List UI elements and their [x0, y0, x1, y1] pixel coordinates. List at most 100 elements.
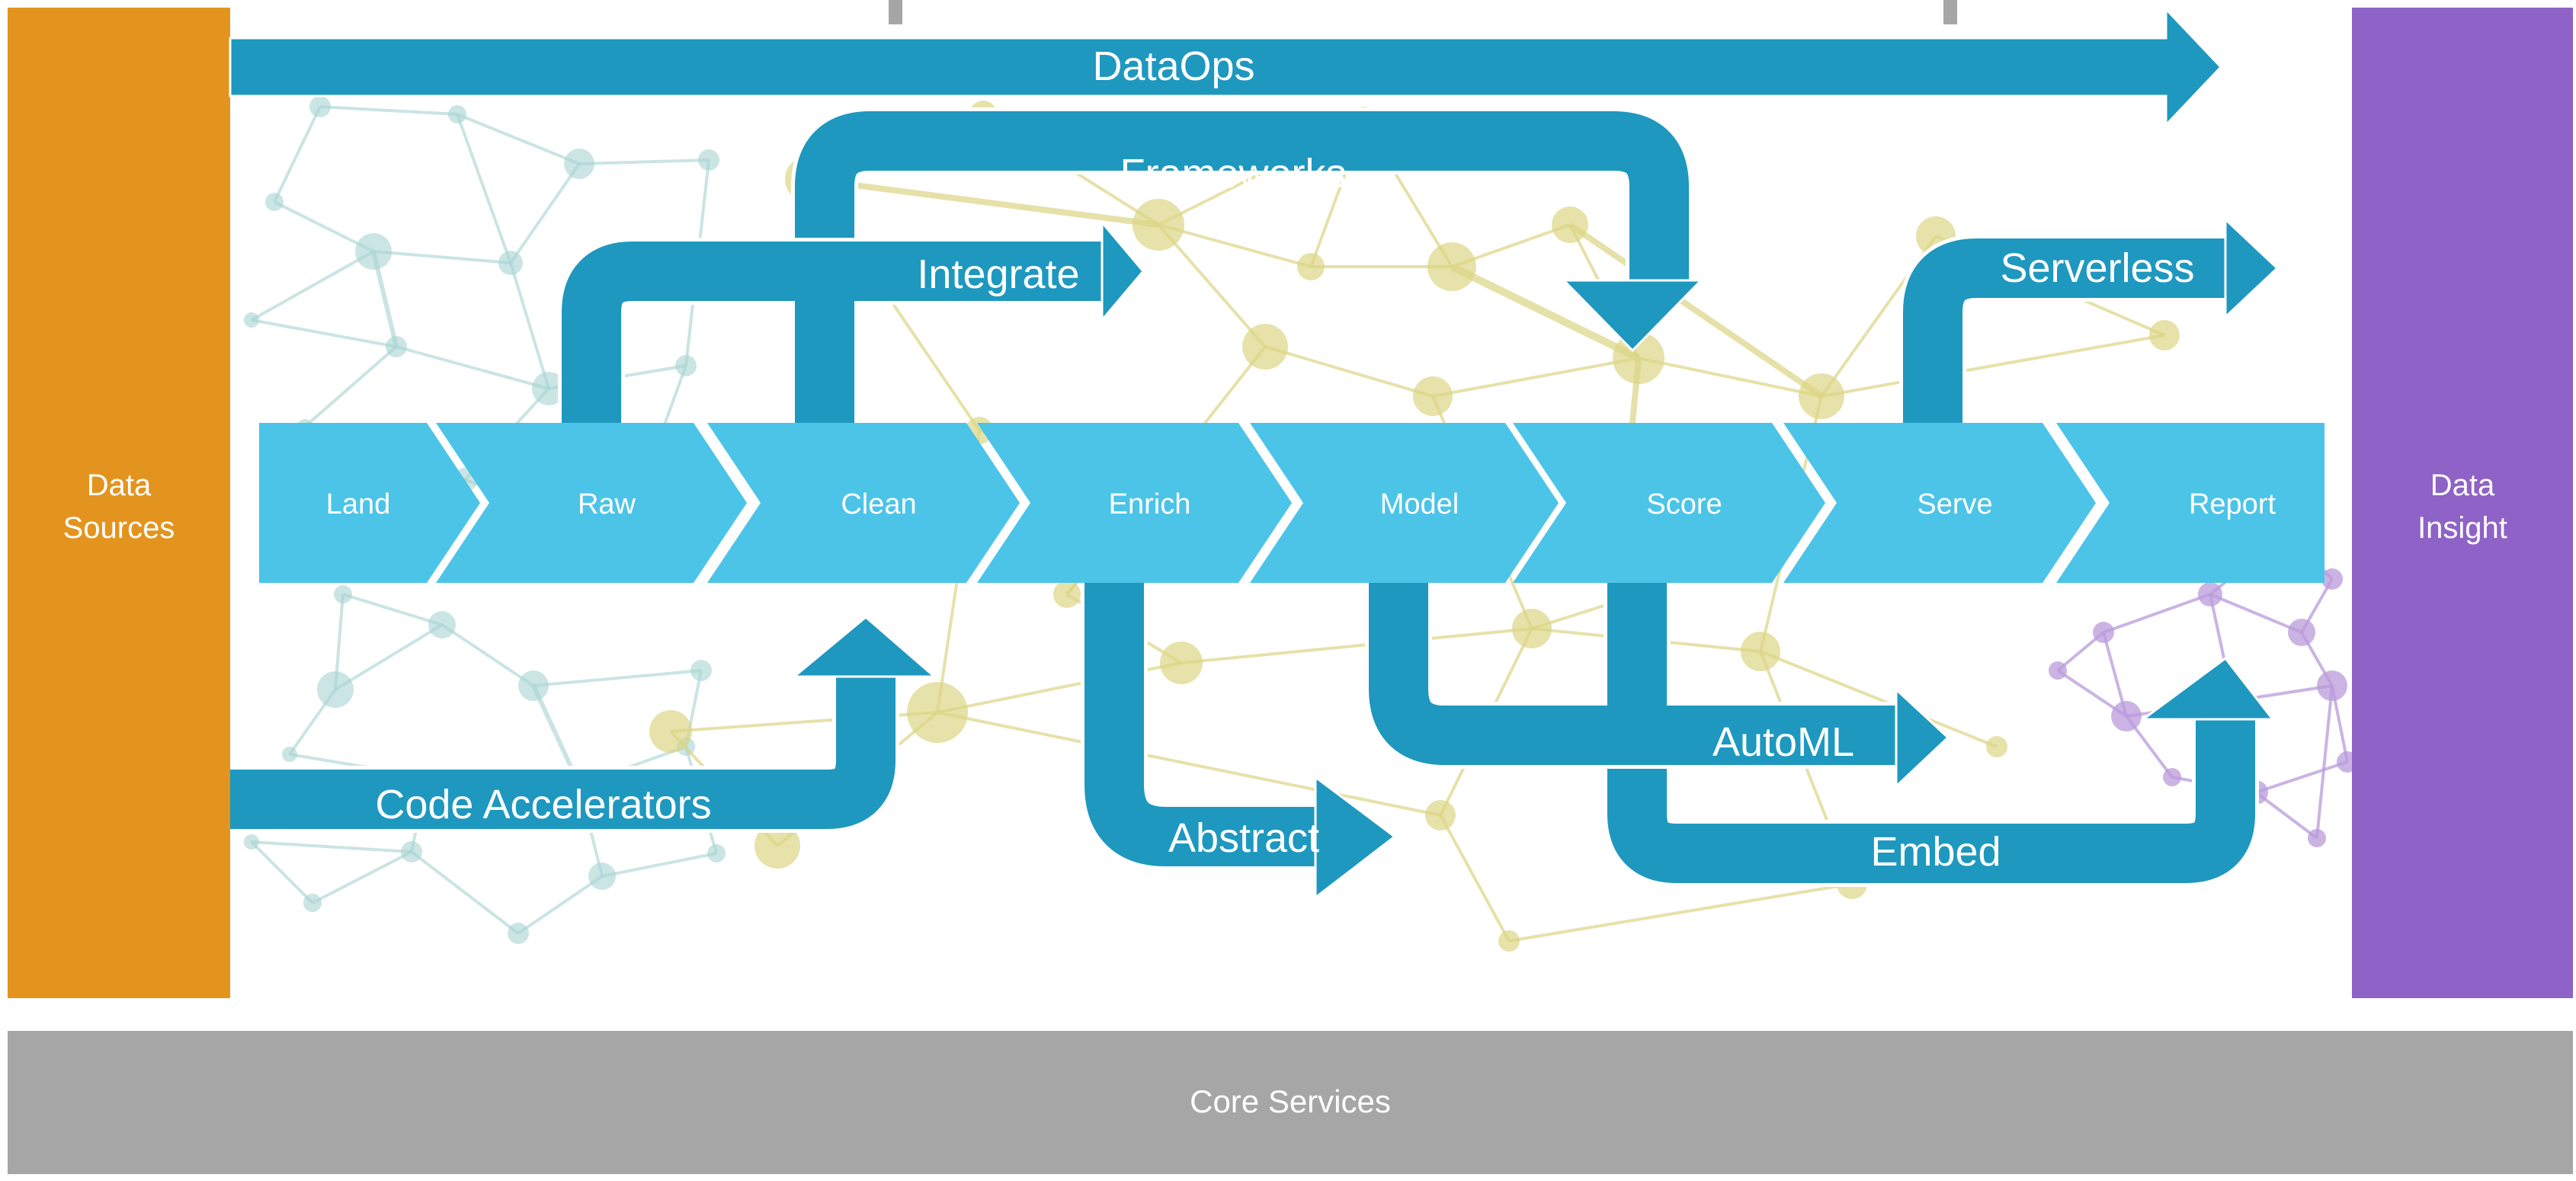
dataops-arrow: DataOps [229, 6, 2223, 128]
network-link [342, 593, 443, 626]
network-node [2093, 622, 2114, 643]
frameworks-arrow: Frameworks [791, 107, 1704, 423]
network-link [334, 623, 444, 691]
data-insight-label-line1: Data [2430, 469, 2495, 502]
network-node [303, 894, 322, 912]
network-node [1986, 736, 2007, 757]
network-node [1242, 324, 1288, 370]
network-node [2049, 661, 2067, 680]
network-link [250, 840, 314, 904]
network-node [532, 372, 566, 405]
network-node [1498, 930, 1520, 952]
embed-label: Embed [1870, 829, 2001, 875]
network-node [317, 671, 354, 708]
network-link [373, 250, 511, 264]
data-insight-label-line2: Insight [2417, 511, 2507, 545]
network-link [1439, 815, 1511, 942]
network-link [937, 711, 1441, 817]
stage-chevron-serve [1783, 423, 2096, 583]
data-sources-panel: Data Sources [8, 8, 230, 998]
network-node [1425, 800, 1456, 831]
network-node [498, 251, 523, 275]
network-link [312, 850, 412, 904]
automl-arrow: AutoML [1365, 583, 1950, 789]
network-link [2103, 593, 2211, 634]
network-link [441, 623, 535, 687]
network-link [533, 669, 702, 687]
stage-label-raw: Raw [578, 488, 636, 520]
code-accelerators-arrow: Code Accelerators [230, 616, 938, 833]
abstract-arrow: Abstract [1081, 583, 1397, 901]
network-node [1160, 642, 1203, 684]
network-node [428, 611, 456, 639]
network-node [907, 682, 968, 743]
network-node [690, 660, 712, 681]
network-link [251, 840, 412, 853]
stage-chevron-clean [707, 423, 1020, 583]
network-node [1552, 206, 1588, 243]
network-node [649, 710, 692, 753]
network-link [1760, 650, 1998, 748]
network-link [2254, 791, 2318, 840]
stage-chevron-score [1513, 423, 1825, 583]
network-node [2198, 582, 2222, 607]
stage-chevron-model [1250, 423, 1559, 583]
network-node [698, 149, 719, 171]
network-link [517, 875, 604, 935]
network-node [448, 105, 466, 123]
network-node [588, 863, 616, 890]
automl-label: AutoML [1713, 719, 1854, 765]
network-link [601, 852, 717, 878]
network-node [1427, 242, 1476, 291]
network-node [334, 585, 352, 603]
network-link [273, 106, 322, 203]
stage-label-clean: Clean [841, 488, 916, 520]
network-node [1613, 332, 1664, 384]
network-link [1157, 223, 1267, 348]
network-link [456, 114, 512, 264]
network-node [1297, 253, 1325, 280]
network-link [251, 250, 374, 322]
network-link [2255, 760, 2348, 794]
network-node [2321, 568, 2343, 590]
network-node [401, 841, 422, 863]
network-node [2149, 320, 2180, 350]
network-link [1450, 263, 1641, 362]
data-sources-label-line1: Data [87, 469, 152, 502]
core-services-label: Core Services [1190, 1083, 1391, 1119]
network-node [265, 193, 284, 211]
network-node [508, 923, 529, 944]
network-node [282, 747, 297, 762]
dataops-label: DataOps [1092, 43, 1254, 89]
stage-chevron-raw [436, 423, 747, 583]
integrate-arrow: Integrate [558, 219, 1145, 423]
stage-chevron-enrich [977, 423, 1292, 583]
data-insight-panel: Data Insight [2352, 8, 2573, 998]
network-link [807, 176, 1159, 228]
frameworks-label: Frameworks [1120, 151, 1346, 197]
embed-arrow: Embed [1604, 583, 2276, 887]
network-node [2308, 829, 2326, 847]
code-accelerators-label: Code Accelerators [375, 782, 711, 827]
network-link [1508, 882, 1853, 943]
network-node [1799, 373, 1844, 419]
network-node [707, 844, 726, 863]
stage-label-score: Score [1646, 488, 1722, 520]
integrate-label: Integrate [917, 251, 1079, 297]
network-link [274, 200, 374, 253]
network-link [319, 105, 458, 116]
network-link [509, 262, 550, 389]
network-node [1133, 199, 1184, 251]
network-node [1741, 632, 1780, 671]
network-node [309, 96, 331, 117]
serverless-arrow: Serverless [1899, 216, 2280, 423]
network-node [2111, 701, 2142, 731]
network-link [303, 345, 398, 428]
network-node [2288, 619, 2315, 646]
network-node [2163, 768, 2181, 786]
network-link [2209, 593, 2302, 634]
core-services-bar: Core Services [8, 1031, 2573, 1174]
network-node [1413, 376, 1453, 416]
stage-label-serve: Serve [1917, 488, 1992, 520]
